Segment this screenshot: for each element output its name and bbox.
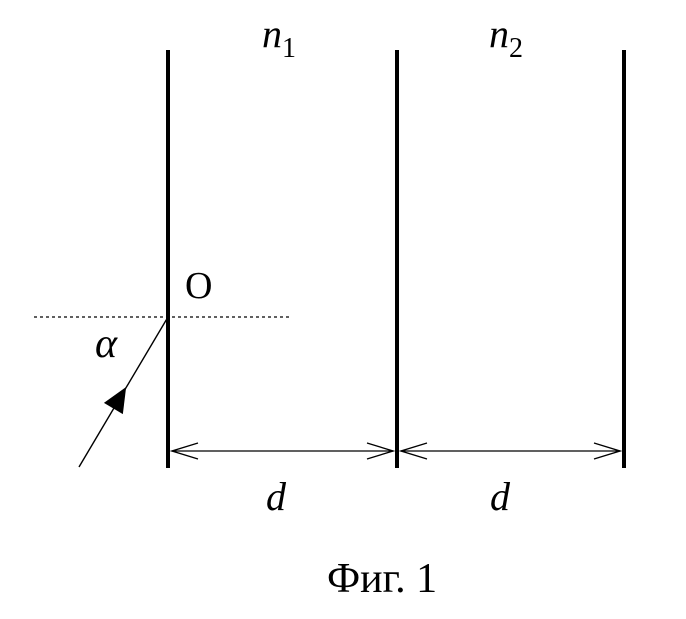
label-n1-subscript: 1 [282, 33, 296, 64]
angle-alpha-label: α [95, 321, 118, 367]
label-n2-subscript: 2 [509, 33, 523, 64]
label-n2: n2 [489, 11, 523, 64]
incident-ray-arrowhead [103, 386, 127, 415]
distance-label-2: d [490, 474, 511, 519]
figure-caption: Фиг. 1 [327, 556, 437, 602]
distance-label-1: d [266, 474, 287, 519]
point-o-label: O [185, 265, 212, 307]
label-n1: n1 [262, 11, 296, 64]
